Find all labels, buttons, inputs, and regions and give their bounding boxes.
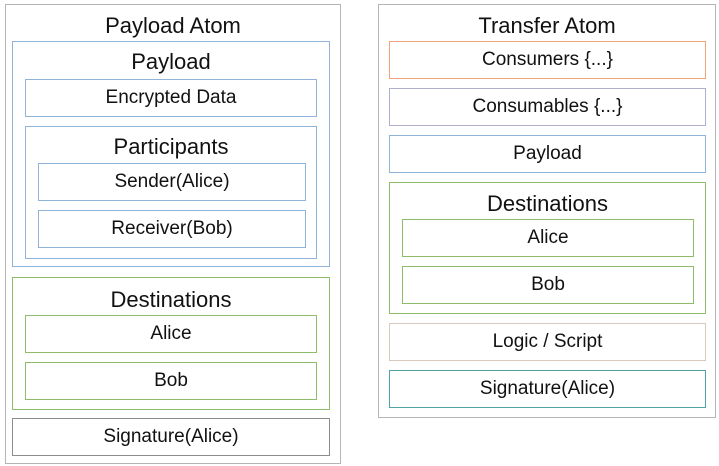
destination-alice-label-left: Alice [150, 323, 192, 344]
signature-box-right: Signature(Alice) [389, 370, 706, 408]
destinations-title-right: Destinations [486, 191, 609, 216]
logic-script-label: Logic / Script [492, 331, 603, 352]
payload-title: Payload [131, 49, 211, 74]
destination-alice-box-left: Alice [25, 315, 317, 353]
receiver-label: Receiver(Bob) [111, 218, 233, 239]
consumables-box: Consumables {...} [389, 88, 706, 126]
payload-container: Payload [12, 41, 330, 267]
logic-script-box: Logic / Script [389, 323, 706, 361]
transfer-atom-container: Transfer Atom [378, 4, 716, 418]
sender-label: Sender(Alice) [114, 171, 230, 192]
destinations-title-left: Destinations [110, 287, 232, 312]
sender-box: Sender(Alice) [38, 163, 306, 201]
destination-bob-label-right: Bob [531, 274, 565, 295]
destination-alice-label-right: Alice [527, 227, 569, 248]
signature-box-left: Signature(Alice) [12, 418, 330, 456]
transfer-atom-title: Transfer Atom [478, 13, 616, 38]
encrypted-data-label: Encrypted Data [105, 87, 237, 108]
destination-alice-box-right: Alice [402, 219, 694, 257]
participants-title: Participants [113, 134, 229, 159]
receiver-box: Receiver(Bob) [38, 210, 306, 248]
signature-label-right: Signature(Alice) [479, 378, 616, 399]
destinations-container-left: Destinations [12, 277, 330, 410]
payload-atom-container: Payload Atom [5, 4, 341, 464]
signature-label-left: Signature(Alice) [103, 426, 239, 447]
consumers-label: Consumers {...} [482, 49, 613, 70]
encrypted-data-box: Encrypted Data [25, 79, 317, 117]
payload-label-right: Payload [513, 143, 582, 164]
consumables-label: Consumables {...} [472, 96, 623, 117]
consumers-box: Consumers {...} [389, 41, 706, 79]
destinations-container-right: Destinations [389, 182, 706, 314]
destination-bob-box-right: Bob [402, 266, 694, 304]
payload-box-right: Payload [389, 135, 706, 173]
destination-bob-box-left: Bob [25, 362, 317, 400]
payload-atom-title: Payload Atom [105, 13, 241, 38]
destination-bob-label-left: Bob [154, 370, 188, 391]
participants-container: Participants [25, 126, 317, 259]
